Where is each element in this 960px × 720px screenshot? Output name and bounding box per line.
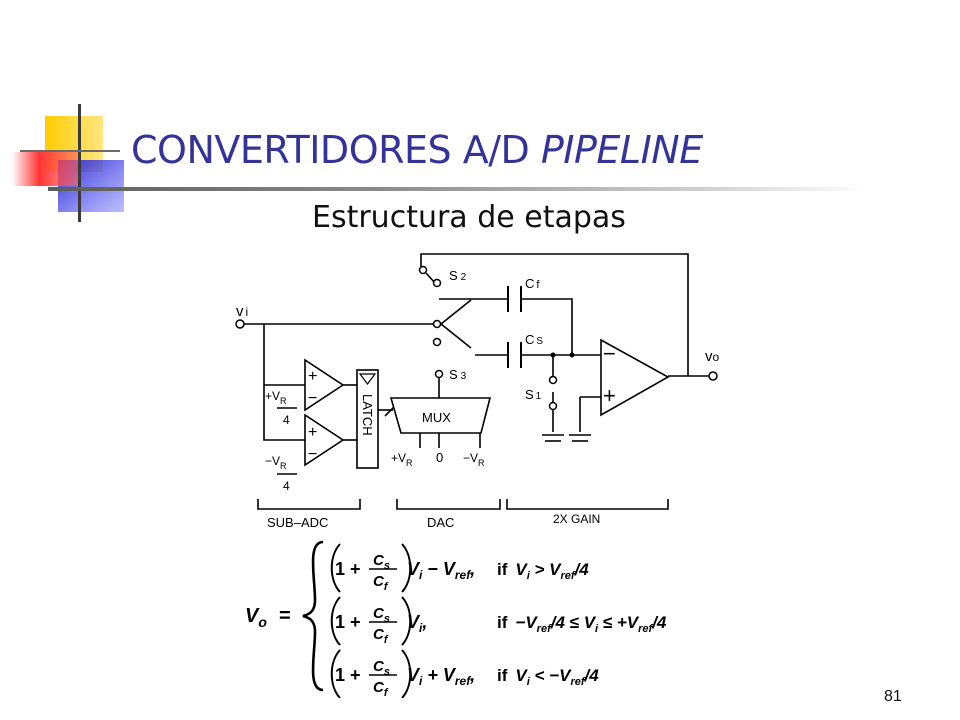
one-plus: 1 + [335,665,361,685]
mux-zero-label: 0 [436,450,443,465]
ground-symbols [542,434,591,442]
gain-label: 2X GAIN [553,512,600,526]
comparator-2-plus: + [308,424,317,441]
case-expression: Vi − Vref, [407,559,475,582]
slide-subtitle: Estructura de etapas [312,200,626,235]
mux-plus-vr: +VR [391,451,413,468]
case-expression: Vi, [407,612,427,635]
junction-dot-2 [569,352,575,358]
equation-equals: = [279,605,291,627]
equation-lhs: Vo [245,605,267,630]
vo-label: vo [705,348,720,365]
fraction-numerator: Cs [373,658,390,678]
mux-label: MUX [422,410,451,425]
opamp-minus: − [603,341,616,366]
left-paren [330,649,341,698]
circuit-terminals [235,265,718,411]
opamp-plus: + [603,383,616,408]
fraction-denominator: Cf [373,573,389,593]
title-italic: PIPELINE [540,128,703,172]
page-number: 81 [884,688,902,705]
comparator-2-ref: −VR [265,454,287,471]
logo-vertical-bar [78,104,81,222]
section-brackets [257,499,669,510]
case-condition: if−Vref/4 ≤ Vi ≤ +Vref/4 [497,613,667,635]
title-underline [48,187,868,191]
comparator-2-ref-denominator: 4 [283,479,290,493]
latch-label: LATCH [360,394,375,436]
capacitor-plates [507,286,522,368]
mux-minus-vr: −VR [463,451,485,468]
comparator-1-plus: + [308,368,317,385]
comparator-1: + − [304,358,345,412]
slide-title: CONVERTIDORES A/D PIPELINE [131,128,703,172]
one-plus: 1 + [335,612,361,632]
cases-brace [302,540,324,692]
title-main: CONVERTIDORES A/D [131,128,541,172]
comparator-1-ref: +VR [265,389,287,406]
mux-block: MUX 0 +VR −VR [389,397,492,468]
comparator-1-minus: − [308,390,317,407]
comparator-2: + − [304,413,345,467]
opamp: − + [600,338,670,417]
fraction-denominator: Cf [373,679,389,698]
sub-adc-label: SUB–ADC [267,515,328,530]
right-paren [401,596,412,646]
fraction-numerator: Cs [373,552,390,572]
comparator-2-minus: − [308,446,317,463]
dac-label: DAC [427,515,454,530]
latch-block: LATCH [356,369,379,469]
logo-horizontal-bar [20,150,120,152]
one-plus: 1 + [335,559,361,579]
logo-red-square [12,152,80,186]
fraction-denominator: Cf [373,626,389,646]
case-expression: Vi + Vref, [407,665,475,688]
left-paren [330,596,341,646]
circuit-wires [240,253,709,475]
comparator-1-ref-denominator: 4 [283,413,290,427]
right-paren [401,649,412,698]
fraction-numerator: Cs [373,605,390,625]
junction-dot-1 [550,352,556,358]
left-paren [330,543,341,593]
right-paren [401,543,412,593]
slide-logo-decoration [12,104,124,222]
